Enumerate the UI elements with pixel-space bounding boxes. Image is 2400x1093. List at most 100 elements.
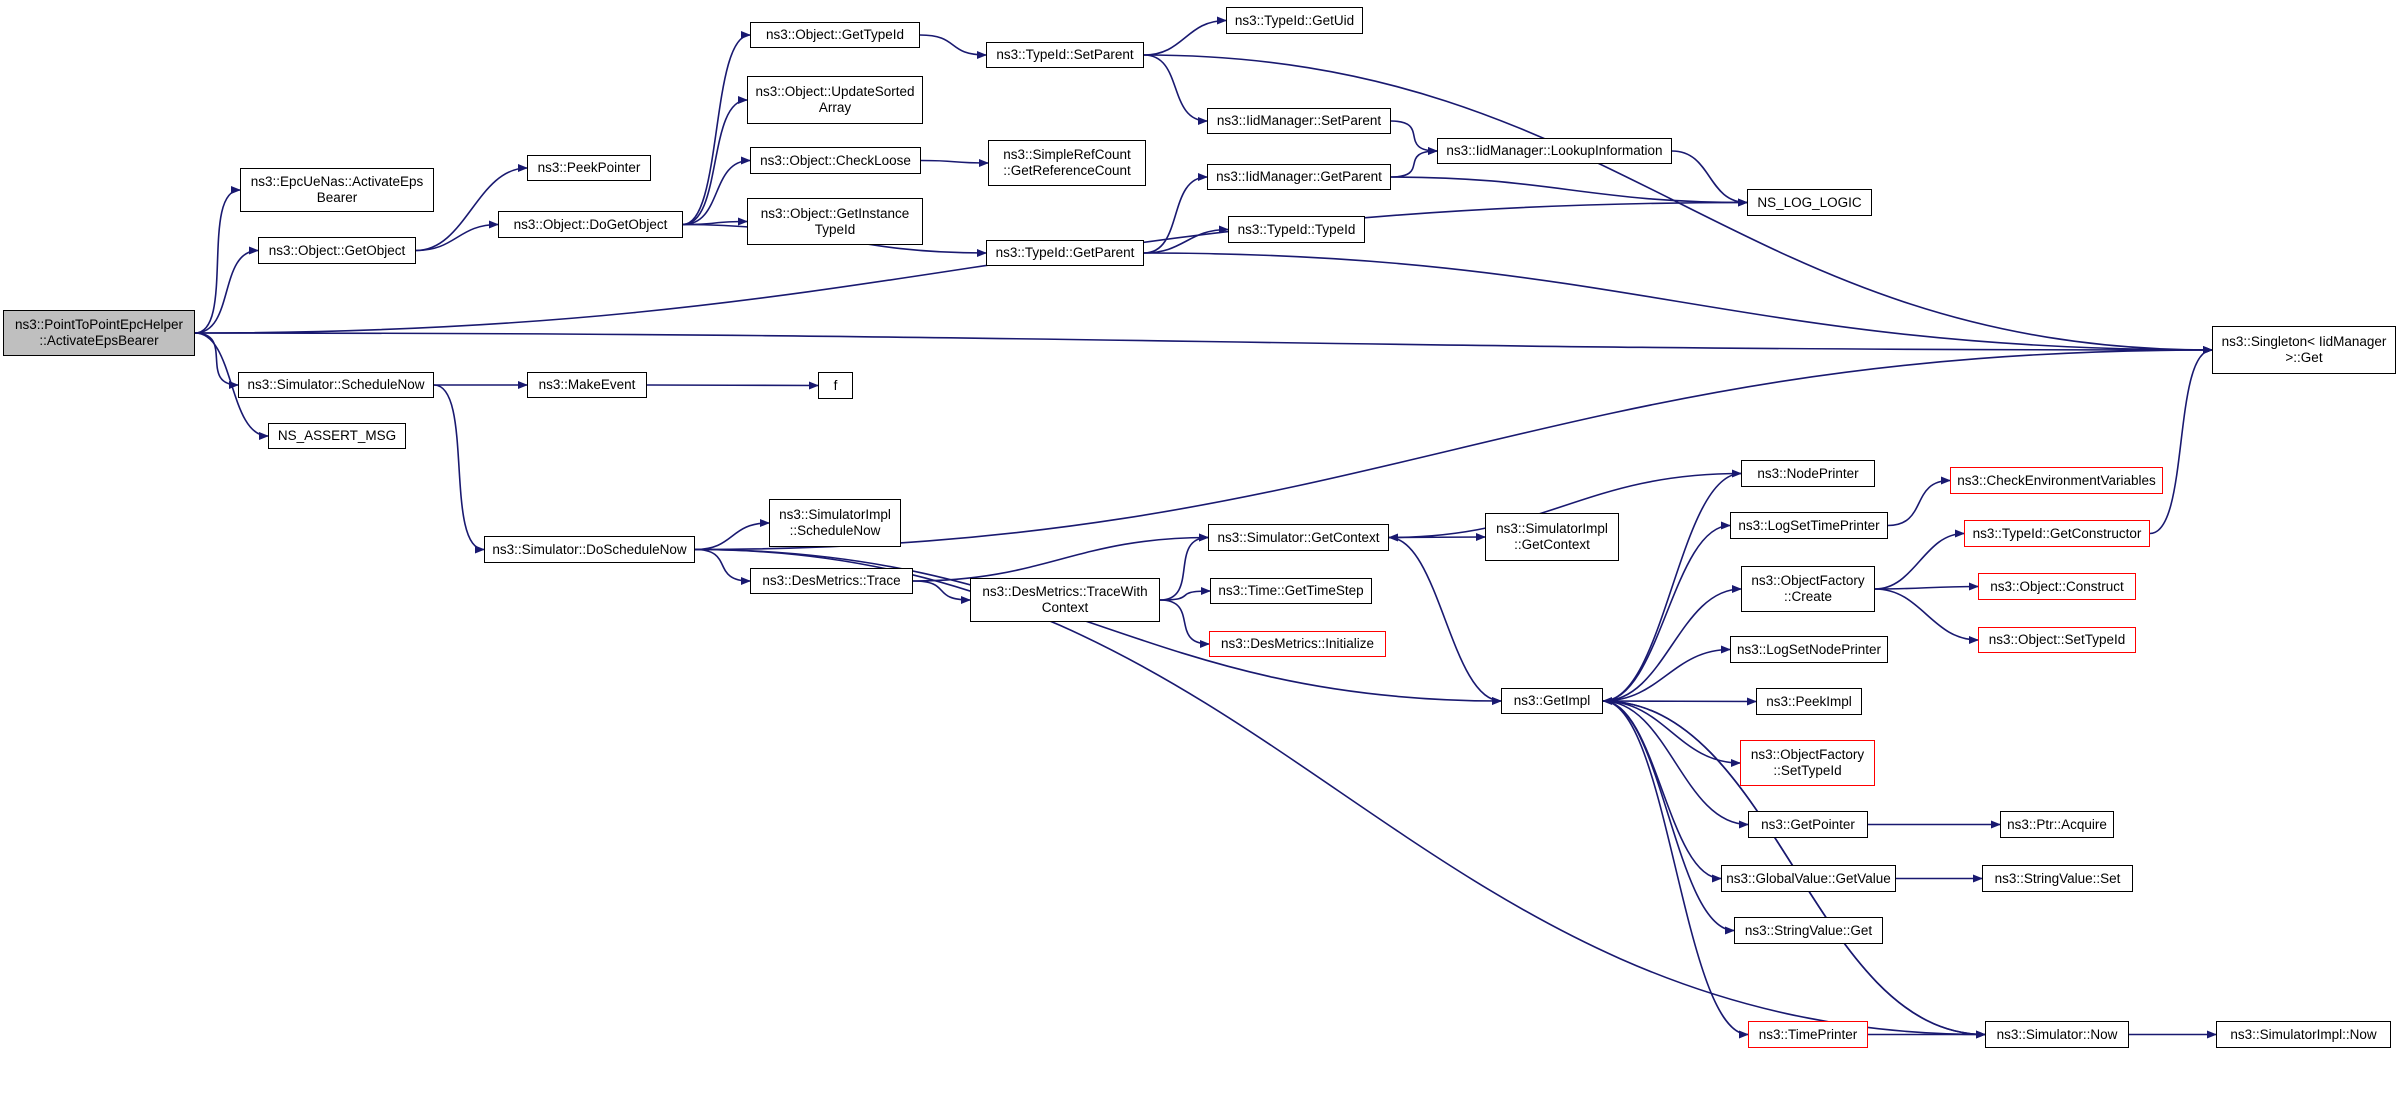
edge-getimpl-to-objfactorysettypeid bbox=[1602, 700, 1741, 767]
edge-doschedulenow-to-desmetricstrace bbox=[694, 548, 751, 585]
node-stringvalueget[interactable]: ns3::StringValue::Get bbox=[1734, 917, 1883, 944]
edge-objgettypeid-to-typeidsetparent bbox=[919, 34, 987, 59]
edge-root-to-nsassert bbox=[194, 332, 269, 440]
edge-getobject-to-dogetobject bbox=[415, 220, 499, 252]
node-getinstancetypeid[interactable]: ns3::Object::GetInstance TypeId bbox=[747, 198, 923, 245]
edge-getimpl-to-logsettimeprinter bbox=[1602, 521, 1731, 702]
edge-dogetobject-to-checkloose bbox=[682, 156, 751, 226]
edge-iidsetparent-to-lookupinfo bbox=[1390, 120, 1438, 155]
node-checkloose[interactable]: ns3::Object::CheckLoose bbox=[750, 147, 921, 174]
edge-dogetobject-to-objgettypeid bbox=[682, 31, 751, 226]
node-checkenv[interactable]: ns3::CheckEnvironmentVariables bbox=[1950, 467, 2163, 494]
node-desmetricstrace[interactable]: ns3::DesMetrics::Trace bbox=[750, 568, 913, 594]
edge-typeidgetparent-to-typeidtypeid bbox=[1143, 225, 1229, 254]
node-getimpl[interactable]: ns3::GetImpl bbox=[1501, 688, 1603, 714]
edge-doschedulenow-to-simnow bbox=[694, 548, 1986, 1039]
edge-getimpl-to-timeprinter bbox=[1602, 700, 1749, 1039]
node-root: ns3::PointToPointEpcHelper ::ActivateEps… bbox=[3, 310, 195, 356]
edge-getimpl-to-stringvalueget bbox=[1602, 700, 1735, 935]
node-logsetnodeprinter[interactable]: ns3::LogSetNodePrinter bbox=[1730, 636, 1888, 663]
edge-logsettimeprinter-to-checkenv bbox=[1887, 476, 1951, 527]
edge-objfactorycreate-to-objsettypeid bbox=[1874, 588, 1979, 644]
edge-typeidgetparent-to-iidgetparent bbox=[1143, 173, 1208, 254]
node-simimplnow[interactable]: ns3::SimulatorImpl::Now bbox=[2216, 1021, 2391, 1048]
edge-nodeprinter-to-getcontext bbox=[1388, 472, 1742, 542]
node-epcuenas[interactable]: ns3::EpcUeNas::ActivateEps Bearer bbox=[240, 168, 434, 212]
edge-getimpl-to-nodeprinter bbox=[1602, 469, 1742, 702]
node-simplerefcount[interactable]: ns3::SimpleRefCount ::GetReferenceCount bbox=[988, 140, 1146, 186]
node-objfactorysettypeid[interactable]: ns3::ObjectFactory ::SetTypeId bbox=[1740, 740, 1875, 786]
edge-checkloose-to-simplerefcount bbox=[920, 158, 989, 167]
edge-tracewithcontext-to-desinitialize bbox=[1159, 599, 1210, 648]
edge-getimpl-to-peekimpl bbox=[1602, 697, 1757, 706]
node-iidsetparent[interactable]: ns3::IidManager::SetParent bbox=[1207, 108, 1391, 134]
node-typeidsetparent[interactable]: ns3::TypeId::SetParent bbox=[986, 42, 1144, 68]
edge-tracewithcontext-to-getcontext bbox=[1159, 533, 1209, 601]
node-objsettypeid[interactable]: ns3::Object::SetTypeId bbox=[1978, 627, 2136, 653]
node-nsassert[interactable]: NS_ASSERT_MSG bbox=[268, 423, 406, 449]
node-simimplschedulenow[interactable]: ns3::SimulatorImpl ::ScheduleNow bbox=[769, 499, 901, 547]
edge-root-to-epcuenas bbox=[194, 186, 241, 334]
node-typeidtypeid[interactable]: ns3::TypeId::TypeId bbox=[1228, 216, 1365, 243]
node-logsettimeprinter[interactable]: ns3::LogSetTimePrinter bbox=[1730, 512, 1888, 539]
node-getconstructor[interactable]: ns3::TypeId::GetConstructor bbox=[1964, 520, 2150, 547]
edge-typeidsetparent-to-iidsetparent bbox=[1143, 54, 1208, 125]
edge-doschedulenow-to-singletonget bbox=[694, 346, 2213, 551]
edge-root-to-schedulenow bbox=[194, 332, 239, 389]
node-simnow[interactable]: ns3::Simulator::Now bbox=[1985, 1021, 2129, 1048]
node-typeidgetparent[interactable]: ns3::TypeId::GetParent bbox=[986, 240, 1144, 266]
node-gettimestep[interactable]: ns3::Time::GetTimeStep bbox=[1210, 578, 1372, 604]
edge-typeidsetparent-to-singletonget bbox=[1143, 54, 2213, 354]
edge-getimpl-to-objfactorycreate bbox=[1602, 585, 1742, 702]
edge-getimpl-to-logsetnodeprinter bbox=[1602, 645, 1731, 702]
edge-getconstructor-to-singletonget bbox=[2149, 346, 2213, 535]
node-peekpointer[interactable]: ns3::PeekPointer bbox=[527, 155, 651, 181]
edge-getimpl-to-globalvalueget bbox=[1602, 700, 1722, 883]
node-objconstruct[interactable]: ns3::Object::Construct bbox=[1978, 573, 2136, 600]
edge-getobject-to-peekpointer bbox=[415, 164, 528, 252]
node-dogetobject[interactable]: ns3::Object::DoGetObject bbox=[498, 211, 683, 238]
node-doschedulenow[interactable]: ns3::Simulator::DoScheduleNow bbox=[484, 536, 695, 563]
edge-typeidsetparent-to-getuid bbox=[1143, 16, 1227, 56]
node-f[interactable]: f bbox=[818, 372, 853, 399]
edge-tracewithcontext-to-gettimestep bbox=[1159, 587, 1211, 601]
edge-getimpl-to-getpointer bbox=[1602, 700, 1749, 829]
node-getcontext[interactable]: ns3::Simulator::GetContext bbox=[1208, 524, 1389, 551]
node-objfactorycreate[interactable]: ns3::ObjectFactory ::Create bbox=[1741, 566, 1875, 612]
node-tracewithcontext[interactable]: ns3::DesMetrics::TraceWith Context bbox=[970, 578, 1160, 622]
node-objgettypeid[interactable]: ns3::Object::GetTypeId bbox=[750, 22, 920, 48]
edge-doschedulenow-to-getimpl bbox=[694, 548, 1502, 705]
edge-lookupinfo-to-nslog bbox=[1671, 150, 1748, 207]
edge-doschedulenow-to-simimplschedulenow bbox=[694, 519, 770, 551]
node-stringvalueset[interactable]: ns3::StringValue::Set bbox=[1982, 865, 2133, 892]
node-nslog[interactable]: NS_LOG_LOGIC bbox=[1747, 189, 1872, 216]
edge-desmetricstrace-to-getcontext bbox=[912, 533, 1209, 582]
edge-typeidgetparent-to-singletonget bbox=[1143, 252, 2213, 354]
node-getuid[interactable]: ns3::TypeId::GetUid bbox=[1226, 7, 1363, 34]
node-timeprinter[interactable]: ns3::TimePrinter bbox=[1748, 1021, 1868, 1048]
node-getpointer[interactable]: ns3::GetPointer bbox=[1748, 811, 1868, 838]
node-simimplgetcontext[interactable]: ns3::SimulatorImpl ::GetContext bbox=[1485, 513, 1619, 561]
edge-makeevent-to-f bbox=[646, 381, 819, 390]
node-iidgetparent[interactable]: ns3::IidManager::GetParent bbox=[1207, 164, 1391, 190]
node-nodeprinter[interactable]: ns3::NodePrinter bbox=[1741, 460, 1875, 487]
node-desinitialize[interactable]: ns3::DesMetrics::Initialize bbox=[1209, 631, 1386, 657]
node-makeevent[interactable]: ns3::MakeEvent bbox=[527, 372, 647, 398]
edge-objfactorycreate-to-objconstruct bbox=[1874, 582, 1979, 591]
node-getobject[interactable]: ns3::Object::GetObject bbox=[258, 237, 416, 264]
node-updatesorted[interactable]: ns3::Object::UpdateSorted Array bbox=[747, 76, 923, 124]
node-singletonget[interactable]: ns3::Singleton< IidManager >::Get bbox=[2212, 326, 2396, 374]
edge-getcontext-to-getimpl bbox=[1388, 536, 1502, 705]
edge-dogetobject-to-updatesorted bbox=[682, 96, 748, 226]
edge-root-to-nslog bbox=[194, 198, 1748, 334]
edge-iidgetparent-to-lookupinfo bbox=[1390, 147, 1438, 178]
node-ptracquire[interactable]: ns3::Ptr::Acquire bbox=[2000, 811, 2114, 838]
edge-iidgetparent-to-nslog bbox=[1390, 176, 1748, 207]
node-globalvalueget[interactable]: ns3::GlobalValue::GetValue bbox=[1721, 865, 1896, 892]
node-peekimpl[interactable]: ns3::PeekImpl bbox=[1756, 688, 1862, 715]
node-schedulenow[interactable]: ns3::Simulator::ScheduleNow bbox=[238, 372, 434, 398]
edge-schedulenow-to-doschedulenow bbox=[433, 384, 485, 554]
node-lookupinfo[interactable]: ns3::IidManager::LookupInformation bbox=[1437, 138, 1672, 164]
edge-desmetricstrace-to-tracewithcontext bbox=[912, 580, 971, 604]
